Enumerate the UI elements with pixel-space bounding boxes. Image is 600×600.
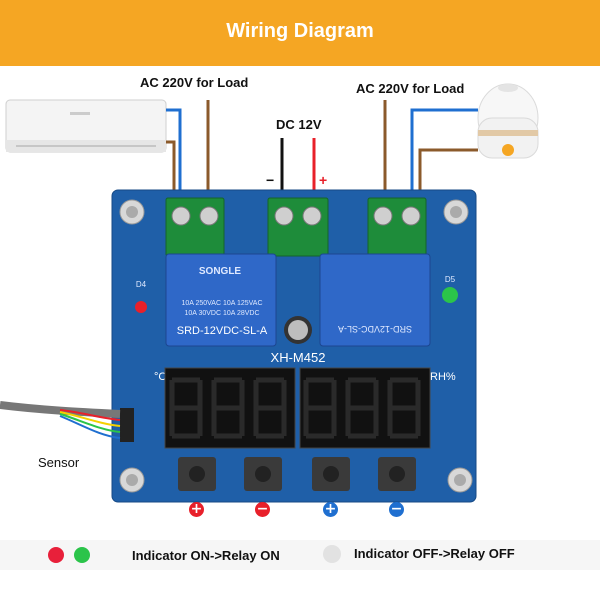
board-buttons [178, 457, 416, 491]
segment-digit [211, 377, 245, 439]
power-minus-label: − [266, 172, 275, 188]
legend-bar [0, 540, 600, 570]
unit-celsius: °C [154, 371, 166, 383]
segment-digit [169, 377, 203, 439]
relay-left-rating-2: 10A 30VDC 10A 28VDC [184, 310, 259, 317]
humidifier-icon [477, 83, 539, 159]
indicator-red-dot [48, 547, 64, 563]
button-sign-temp-plus: + [189, 501, 204, 517]
terminal-block-right [367, 197, 427, 257]
button-sign-temp-minus: − [255, 501, 270, 517]
sensor-cable [0, 401, 121, 439]
terminal-block-power [267, 197, 329, 257]
legend-on-text: Indicator ON->Relay ON [132, 548, 280, 563]
capacitor-icon [284, 316, 312, 344]
seven-segment-digits [169, 377, 421, 439]
header-banner: Wiring Diagram [0, 0, 600, 66]
relay-left-rating-1: 10A 250VAC 10A 125VAC [181, 300, 262, 307]
relay-right-model: SRD-12VDC-SL-A [338, 324, 412, 334]
sensor-connector [120, 408, 134, 442]
right-load-label: AC 220V for Load [356, 81, 465, 96]
led-left-label: D4 [136, 280, 147, 289]
sensor-label: Sensor [38, 455, 80, 470]
indicator-off-dot [323, 545, 341, 563]
relay-left-model: SRD-12VDC-SL-A [177, 325, 268, 337]
relay-right: SRD-12VDC-SL-A [319, 253, 431, 347]
led-right: D5 [442, 275, 458, 303]
left-load-wires [166, 100, 210, 200]
indicator-green-dot [74, 547, 90, 563]
button-sign-humidity-plus: + [323, 501, 338, 517]
power-plus-label: + [319, 172, 328, 188]
led-left: D4 [135, 280, 147, 313]
segment-digit [303, 377, 337, 439]
board-model: XH-M452 [271, 350, 326, 365]
segment-digit [387, 377, 421, 439]
terminal-block-left [165, 197, 225, 257]
relay-left-brand: SONGLE [199, 266, 242, 277]
led-right-label: D5 [445, 275, 456, 284]
relay-left: SONGLE 10A 250VAC 10A 125VAC 10A 30VDC 1… [165, 253, 277, 347]
air-conditioner-icon [5, 99, 167, 153]
legend-off-text: Indicator OFF->Relay OFF [354, 546, 515, 561]
unit-humidity: RH% [430, 371, 456, 383]
power-label: DC 12V [276, 117, 322, 132]
left-load-label: AC 220V for Load [140, 75, 249, 90]
wiring-diagram: SONGLE 10A 250VAC 10A 125VAC 10A 30VDC 1… [0, 83, 539, 503]
right-load-wires [383, 100, 478, 200]
segment-digit [345, 377, 379, 439]
button-sign-humidity-minus: − [389, 501, 404, 517]
page-title: Wiring Diagram [226, 20, 374, 42]
segment-digit [253, 377, 287, 439]
